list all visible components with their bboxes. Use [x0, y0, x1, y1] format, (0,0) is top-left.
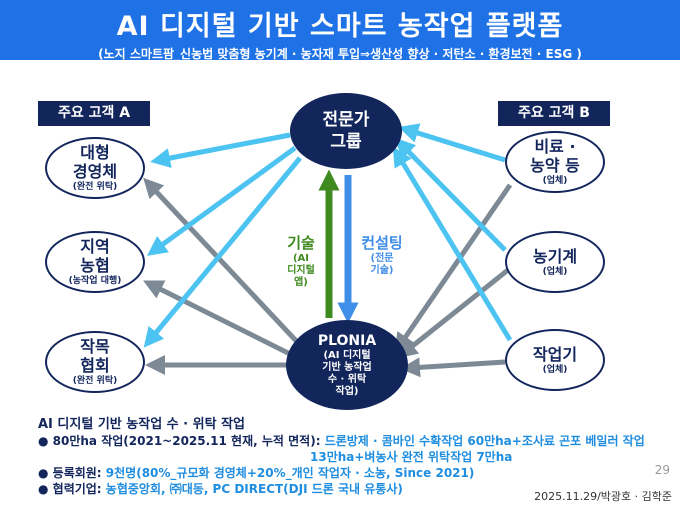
bullet-text: 드론방제 · 콤바인 수확작업 60만ha+조사료 곤포 베일러 작업: [324, 434, 645, 448]
item-name: 협회: [80, 356, 110, 375]
plonia-desc: (AI 디지털: [323, 350, 371, 361]
summary-section: AI 디지털 기반 농작업 수 · 위탁 작업 ● 80만ha 작업(2021~…: [38, 417, 645, 497]
item-name: 대형: [80, 143, 110, 162]
consult-sub: 기술): [370, 265, 394, 276]
page-number: 29: [654, 463, 670, 477]
customer-b-item: 농기계(업체): [505, 231, 605, 293]
plonia-desc: 기반 농작업: [322, 362, 372, 373]
item-name: 농약 등: [530, 156, 580, 175]
date-author: 2025.11.29/박광호 · 김학준: [534, 490, 672, 503]
item-name: 작업기: [532, 344, 578, 364]
expert-line: 전문가: [322, 110, 370, 130]
arrow-plonia-to-a1: [143, 177, 302, 347]
bullet-text: 13만ha+벼농사 완전 위탁작업 7만ha: [310, 450, 513, 464]
page-subtitle: (노지 스마트팜_신농법 맞춤형 농기계 · 농자재 투입⇒생산성 향상 · 저…: [98, 47, 582, 61]
item-note: (업체): [542, 266, 568, 277]
customer-b-header: 주요 고객 B: [498, 101, 610, 126]
bullet-area: ● 80만ha 작업(2021~2025.11 현재, 누적 면적): 드론방제…: [38, 433, 645, 449]
title-bar: AI 디지털 기반 스마트 농작업 플랫폼 (노지 스마트팜_신농법 맞춤형 농…: [0, 0, 680, 61]
bullet-label: ● 등록회원:: [38, 466, 102, 480]
item-name: 농기계: [532, 246, 578, 266]
plonia-desc: 작업): [335, 386, 359, 397]
item-note: (업체): [542, 176, 568, 186]
bullet-label: ● 협력기업:: [38, 482, 102, 496]
tech-sub: 디지털: [287, 265, 315, 276]
arrow-b3-to-plonia: [400, 357, 506, 378]
arrow-b2-to-plonia: [397, 268, 510, 359]
arrow-b1-to-expert: [398, 123, 506, 163]
bullet-text: 9천명(80%_규모화 경영체+20%_개인 작업자 · 소농, Since 2…: [105, 466, 475, 480]
arrow-b2-to-expert: [394, 137, 507, 252]
customer-b-item: 작업기(업체): [505, 329, 605, 391]
item-name: 농협: [80, 256, 110, 275]
arrow-b3-to-expert: [392, 146, 513, 342]
arrow-expert-to-a2: [146, 145, 297, 256]
item-note: (완전 위탁): [72, 376, 118, 386]
item-name: 지역: [80, 237, 110, 256]
arrow-expert-to-a3: [143, 156, 302, 348]
expert-line: 그룹: [330, 132, 362, 152]
summary-heading: AI 디지털 기반 농작업 수 · 위탁 작업: [38, 417, 245, 432]
customer-b-item: 비료 ·농약 등(업체): [505, 131, 605, 193]
plonia-name: PLONIA: [317, 333, 377, 349]
item-note: (완전 위탁): [72, 182, 118, 192]
item-name: 경영체: [72, 162, 118, 181]
consult-sub: (전문: [370, 253, 394, 264]
page-title: AI 디지털 기반 스마트 농작업 플랫폼: [116, 11, 564, 42]
consult-title: 컨설팅: [361, 234, 403, 252]
item-note: (농작업 대행): [68, 276, 122, 286]
bullet-label: ● 80만ha 작업(2021~2025.11 현재, 누적 면적):: [38, 434, 321, 448]
arrow-expert-to-a1: [150, 132, 291, 168]
bullet-members: ● 등록회원: 9천명(80%_규모화 경영체+20%_개인 작업자 · 소농,…: [38, 465, 645, 481]
bullet-partners: ● 협력기업: 농협중앙회, ㈜대동, PC DIRECT(DJI 드론 국내 …: [38, 481, 645, 497]
item-name: 비료 ·: [534, 137, 576, 156]
bullet-text: 농협중앙회, ㈜대동, PC DIRECT(DJI 드론 국내 유통사): [105, 482, 403, 496]
customer-a-header: 주요 고객 A: [38, 101, 150, 126]
item-name: 작목: [80, 337, 110, 356]
item-note: (업체): [542, 364, 568, 375]
tech-sub: (AI: [292, 253, 310, 264]
plonia-desc: 수 · 위탁: [327, 374, 367, 385]
arrow-b1-to-plonia: [394, 183, 513, 354]
tech-title: 기술: [287, 234, 315, 252]
tech-sub: 앱): [294, 277, 308, 288]
arrow-plonia-to-a2: [143, 280, 294, 358]
